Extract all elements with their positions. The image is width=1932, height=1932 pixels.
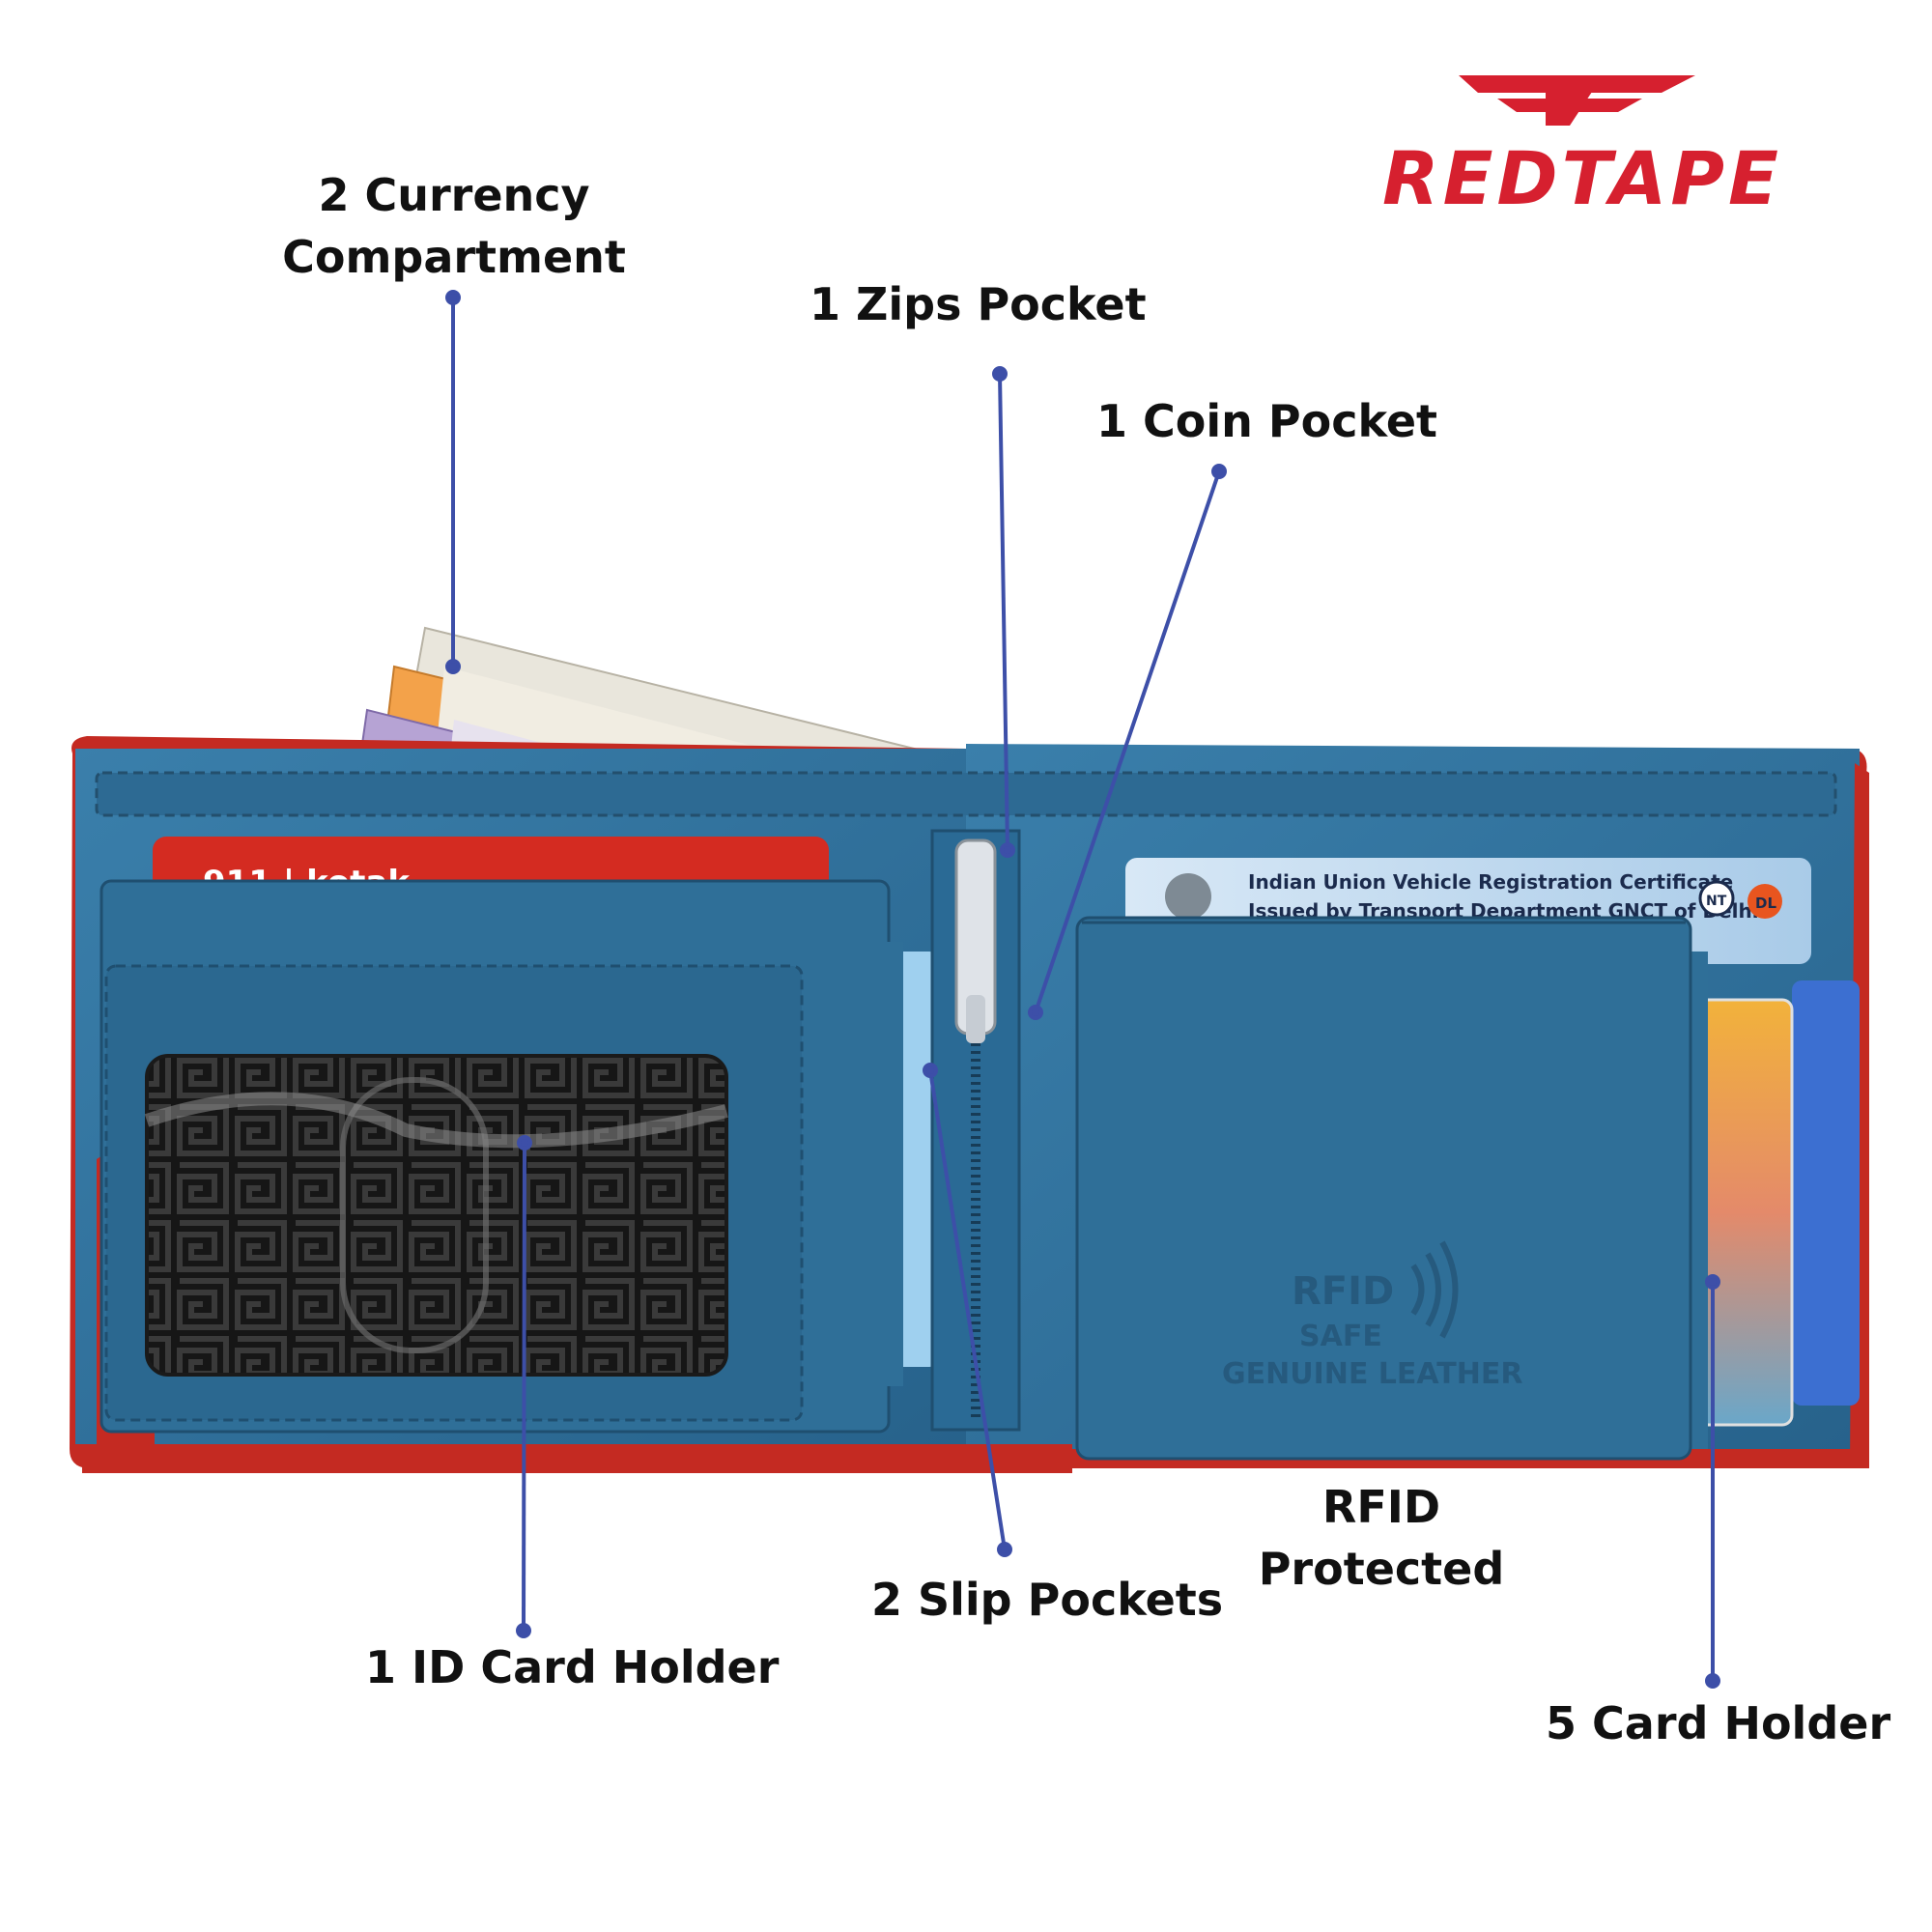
- card-holder-label: 5 Card Holder: [1546, 1697, 1891, 1749]
- emboss-safe: SAFE: [1299, 1320, 1382, 1353]
- rfid-protected-label: RFID Protected: [1256, 1476, 1507, 1600]
- id-card-holder-label: 1 ID Card Holder: [365, 1641, 780, 1693]
- emboss-genuine: GENUINE LEATHER: [1222, 1357, 1522, 1391]
- zip-pocket: [930, 829, 1021, 1432]
- currency-compartment-label: 2 Currency Compartment: [261, 164, 647, 288]
- emboss-rfid: RFID: [1292, 1269, 1394, 1314]
- currency-label-line2: Compartment: [282, 231, 626, 283]
- rc-card-line1: Indian Union Vehicle Registration Certif…: [1248, 870, 1733, 894]
- slip-pockets-label: 2 Slip Pockets: [871, 1574, 1224, 1626]
- rfid-label-line2: Protected: [1258, 1543, 1505, 1595]
- callout-lines: [445, 290, 1720, 1689]
- rc-badge-dl: DL: [1755, 895, 1776, 912]
- right-panel: Indian Union Vehicle Registration Certif…: [1075, 858, 1860, 1461]
- coin-pocket-label: 1 Coin Pocket: [1096, 395, 1438, 447]
- brand-wordmark: REDTAPE: [1382, 135, 1782, 221]
- zips-pocket-label: 1 Zips Pocket: [810, 278, 1147, 330]
- left-panel: 911 | kotak: [99, 837, 891, 1434]
- rc-badge-nt: NT: [1706, 894, 1727, 909]
- currency-label-line1: 2 Currency: [318, 169, 590, 221]
- rfid-label-line1: RFID: [1321, 1481, 1441, 1533]
- slip-pocket-card: [884, 942, 935, 1386]
- brand-logo: [1459, 75, 1695, 126]
